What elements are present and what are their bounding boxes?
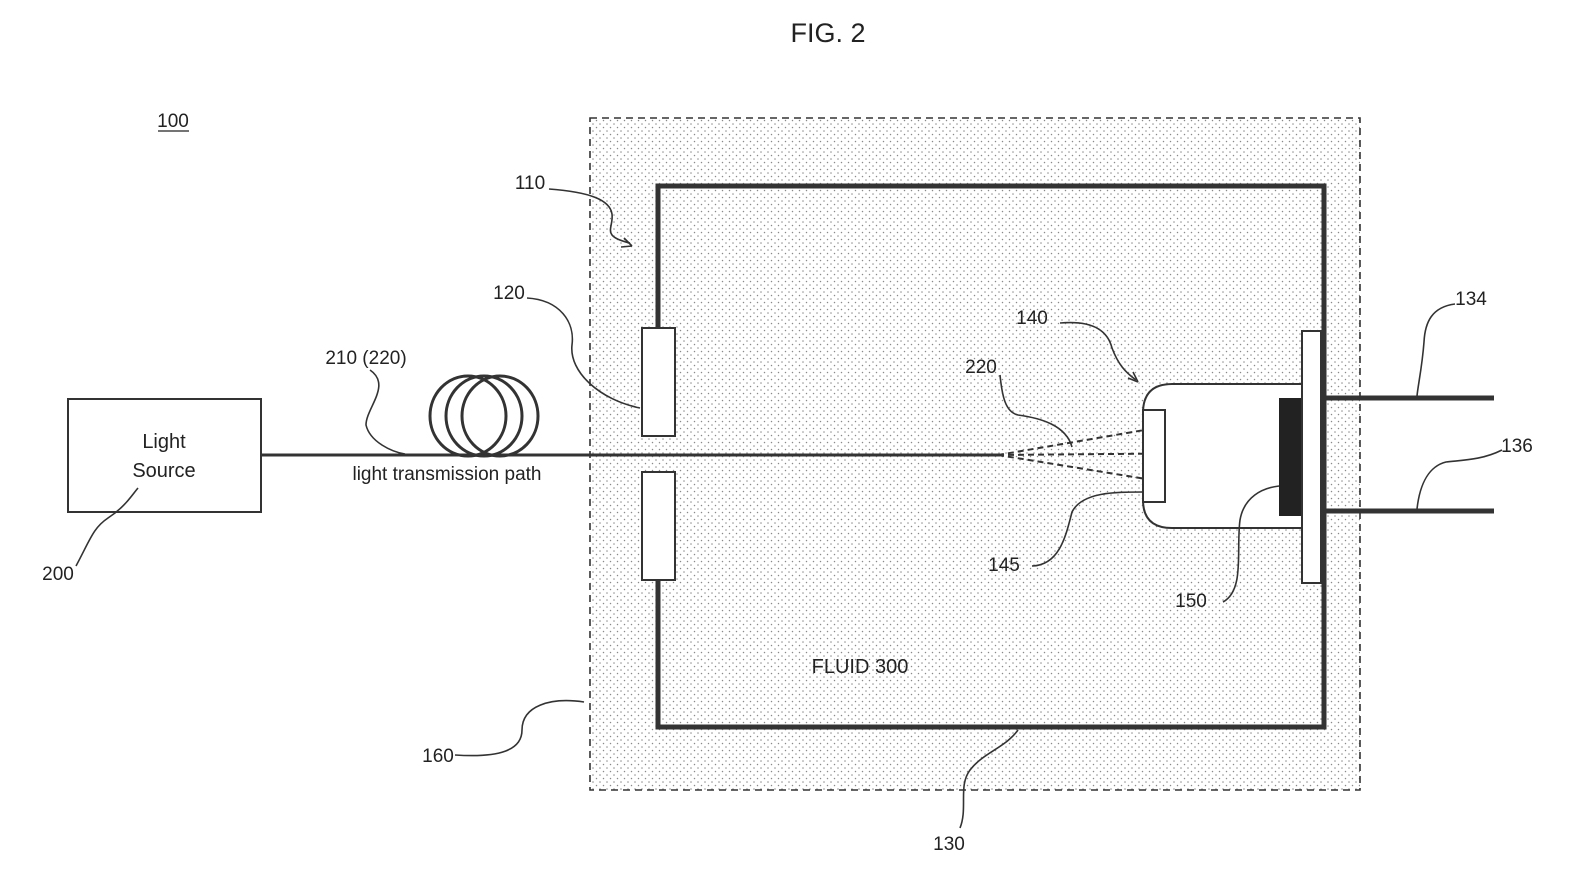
leader-210 xyxy=(366,370,405,454)
ref-136-label: 136 xyxy=(1501,436,1533,457)
window-block-lower xyxy=(642,472,675,580)
ref-200-label: 200 xyxy=(42,564,74,585)
ref-210-label: 210 (220) xyxy=(325,348,406,369)
ref-145-label: 145 xyxy=(988,555,1020,576)
light-source-label-line1: Light xyxy=(142,431,186,453)
fiber-coil xyxy=(430,376,538,456)
sensor-chip-150 xyxy=(1279,398,1304,516)
ref-150-label: 150 xyxy=(1175,591,1207,612)
sensor-housing-140 xyxy=(1143,384,1302,528)
ref-160-label: 160 xyxy=(422,746,454,767)
light-source-box xyxy=(68,399,261,512)
ref-130-label: 130 xyxy=(933,834,965,855)
light-source-label-line2: Source xyxy=(132,460,195,482)
ref-140-label: 140 xyxy=(1016,308,1048,329)
system-ref-label: 100 xyxy=(157,111,189,132)
leader-134 xyxy=(1417,304,1455,396)
leader-136 xyxy=(1417,450,1502,509)
figure-title: FIG. 2 xyxy=(790,18,865,48)
fluid-label: FLUID 300 xyxy=(812,656,909,678)
mounting-plate xyxy=(1302,331,1321,583)
ref-220-label: 220 xyxy=(965,357,997,378)
ref-120-label: 120 xyxy=(493,283,525,304)
ref-134-label: 134 xyxy=(1455,289,1487,310)
lens-145 xyxy=(1143,410,1165,502)
light-transmission-path-label: light transmission path xyxy=(352,464,541,485)
window-block-upper xyxy=(642,328,675,436)
ref-110-label: 110 xyxy=(515,173,545,194)
leader-160 xyxy=(455,701,584,756)
